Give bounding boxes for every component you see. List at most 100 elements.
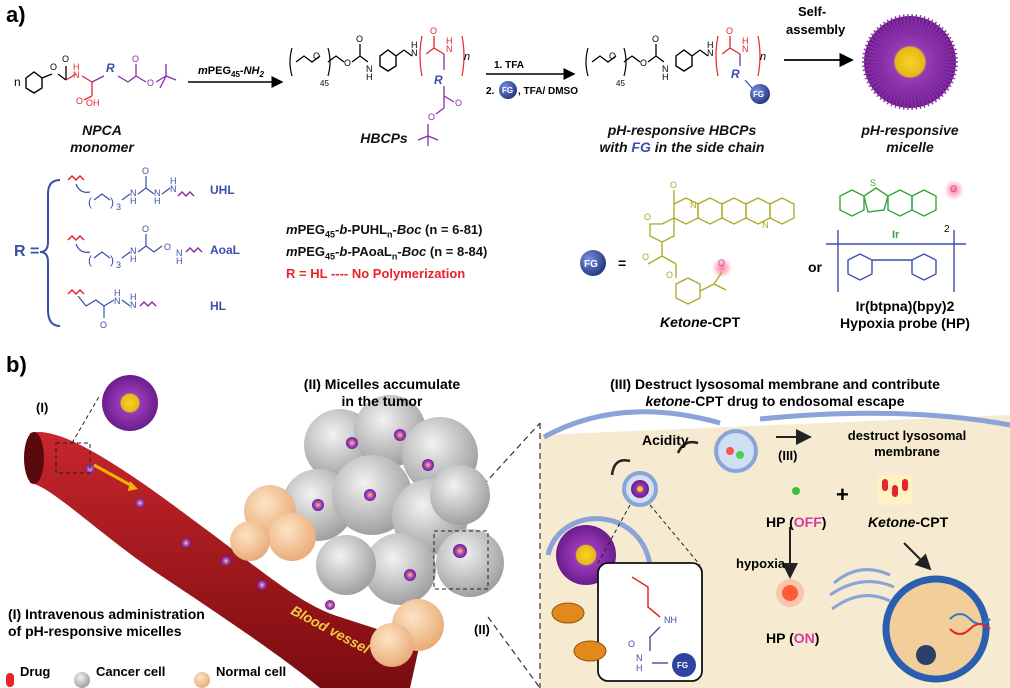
npca-monomer-structure: n O O H N OH O R O O	[14, 54, 177, 108]
svg-text:O: O	[628, 639, 635, 649]
svg-text:): )	[110, 195, 114, 209]
npca-r-label: R	[106, 61, 115, 75]
hp-on-dot	[782, 585, 798, 601]
step-iii-title: (III) Destruct lysosomal membrane and co…	[610, 376, 940, 409]
svg-text:N: N	[366, 64, 373, 74]
hbcp-peg-sub: 45	[320, 79, 329, 88]
aoal-label: AoaL	[210, 243, 240, 257]
ph-hbcp-structure: O 45 O O N H H N O H N n R FG	[585, 26, 770, 104]
svg-text:N: N	[73, 70, 80, 80]
r-equals-label: R =	[14, 243, 39, 260]
svg-text:O: O	[356, 34, 363, 44]
svg-text:O: O	[718, 258, 725, 268]
ir-complex-structure	[839, 187, 937, 217]
panel-a-label: a)	[6, 2, 26, 27]
hp-off-label: HP (OFF)	[766, 514, 827, 530]
panel-b-label: b)	[6, 352, 27, 377]
svg-text:O: O	[313, 51, 320, 61]
svg-text:N: N	[176, 248, 183, 258]
svg-text:O: O	[142, 166, 149, 176]
ph-hbcps-caption: pH-responsive HBCPs with FG in the side …	[599, 122, 765, 155]
nucleus	[882, 575, 990, 683]
step-ii-marker: (II)	[474, 622, 490, 637]
svg-text:H: H	[446, 36, 453, 46]
ph-hbcp-peg-sub: 45	[616, 79, 625, 88]
polymer-line-puhl: mPEG45-b-PUHLn-Boc (n = 6-81)	[286, 222, 483, 240]
ph-hbcp-fg-ball	[750, 84, 770, 104]
svg-text:(: (	[88, 195, 92, 209]
fg-ball-legend-label: FG	[584, 259, 598, 270]
destruct-label: destruct lysosomal membrane	[847, 428, 967, 459]
hbcps-caption: HBCPs	[360, 130, 408, 146]
npca-n-label: n	[14, 75, 21, 89]
hp-off-dot	[792, 487, 800, 495]
svg-text:O: O	[652, 34, 659, 44]
svg-text:O: O	[726, 26, 733, 36]
svg-text:N: N	[170, 184, 177, 194]
svg-text:H: H	[114, 288, 121, 298]
svg-text:H: H	[176, 256, 183, 266]
linker-inset	[597, 562, 703, 682]
svg-text:H: H	[130, 196, 137, 206]
svg-text:H: H	[707, 40, 714, 50]
svg-text:O: O	[100, 320, 107, 330]
svg-text:H: H	[170, 176, 177, 186]
uhl-label: UHL	[210, 183, 235, 197]
hbcp-r-label: R	[434, 73, 443, 87]
legend-normal-cell: Normal cell	[216, 664, 287, 679]
fg-structures: FG = O N N O O O O or S Ir 2	[580, 178, 966, 305]
uhl-sub: 3	[116, 202, 121, 212]
inset-fg-label: FG	[677, 661, 688, 670]
svg-text:NH: NH	[664, 615, 677, 625]
svg-text:O: O	[142, 224, 149, 234]
or-label: or	[808, 259, 823, 275]
svg-text:N: N	[446, 44, 453, 54]
legend-cancer-cell: Cancer cell	[96, 664, 166, 679]
svg-text:O: O	[76, 96, 83, 106]
ph-hbcp-r-label: R	[731, 67, 740, 81]
r-group-structures: R = ( ) 3 N H O N H H N UHL ( ) 3 N H O …	[14, 166, 240, 330]
mitochondrion-icon	[551, 602, 585, 624]
ph-hbcp-n-label: n	[760, 51, 766, 63]
svg-text:N: N	[130, 300, 137, 310]
svg-text:O: O	[428, 112, 435, 122]
ketone-cpt-label-b: Ketone-CPT	[868, 514, 949, 530]
step-i-caption: (I) Intravenous administration of pH-res…	[8, 606, 205, 639]
drug-capsule-icon	[6, 673, 14, 687]
svg-text:S: S	[870, 178, 876, 188]
svg-text:O: O	[644, 212, 651, 222]
svg-text:H: H	[73, 62, 80, 72]
step2-fg-label: FG	[502, 86, 513, 95]
ketone-cpt-structure	[647, 190, 795, 305]
svg-text:H: H	[366, 72, 373, 82]
hp-on-label: HP (ON)	[766, 630, 820, 646]
fg-ball-legend	[580, 250, 606, 276]
svg-text:O: O	[950, 184, 957, 194]
svg-text:N: N	[742, 44, 749, 54]
svg-text:H: H	[411, 40, 418, 50]
svg-text:O: O	[640, 58, 647, 68]
svg-text:H: H	[662, 72, 669, 82]
polymer-line-paoal: mPEG45-b-PAoaLn-Boc (n = 8-84)	[286, 244, 488, 262]
step-iii-marker: (III)	[778, 448, 798, 463]
ir-caption: Ir(btpna)(bpy)2 Hypoxia probe (HP)	[840, 298, 970, 331]
svg-text:O: O	[670, 180, 677, 190]
self-assembly-line2: assembly	[786, 22, 846, 37]
svg-text:N: N	[636, 653, 643, 663]
svg-text:N: N	[130, 246, 137, 256]
panel-a-synthesis-scheme: n O O H N OH O R O O mPEG45-NH2 O	[14, 4, 958, 146]
svg-text:H: H	[154, 196, 161, 206]
svg-text:H: H	[742, 36, 749, 46]
ir-sub2: 2	[944, 224, 950, 235]
step2-prefix: 2.	[486, 86, 495, 97]
hbcp-polymer-structure: O 45 O O N H H N O H N n R O O	[289, 26, 470, 146]
svg-text:N: N	[762, 220, 769, 230]
svg-text:H: H	[130, 292, 137, 302]
legend-drug: Drug	[20, 664, 51, 679]
panel-b-illustration: NH O N H FG	[6, 375, 1010, 688]
svg-text:O: O	[666, 270, 673, 280]
svg-text:N: N	[690, 200, 697, 210]
micelle-small-icon	[102, 375, 158, 431]
ph-hbcp-fg-label: FG	[753, 90, 764, 99]
self-assembly-line1: Self-	[798, 4, 826, 19]
